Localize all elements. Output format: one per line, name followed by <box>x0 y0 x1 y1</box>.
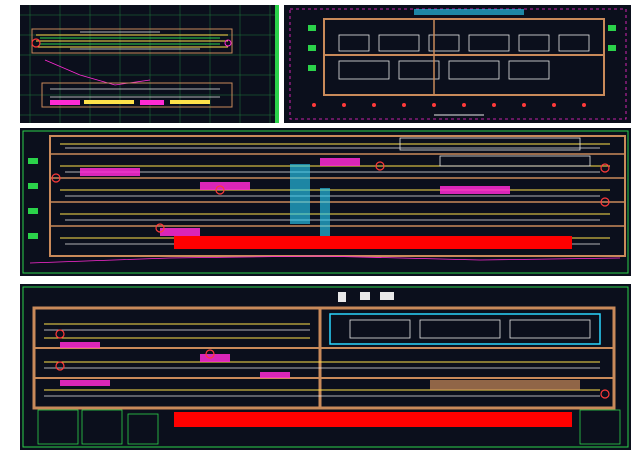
cad-drawing-panel-top-left <box>20 5 279 123</box>
cad-drawing-panel-top-right <box>284 5 631 123</box>
cad-drawing-top-left <box>20 5 279 123</box>
cad-drawing-middle <box>20 128 631 276</box>
redaction-bar-middle <box>174 236 572 249</box>
redaction-bar-bottom <box>174 412 572 427</box>
cad-drawing-panel-middle <box>20 128 631 276</box>
cad-drawing-top-right <box>284 5 631 123</box>
